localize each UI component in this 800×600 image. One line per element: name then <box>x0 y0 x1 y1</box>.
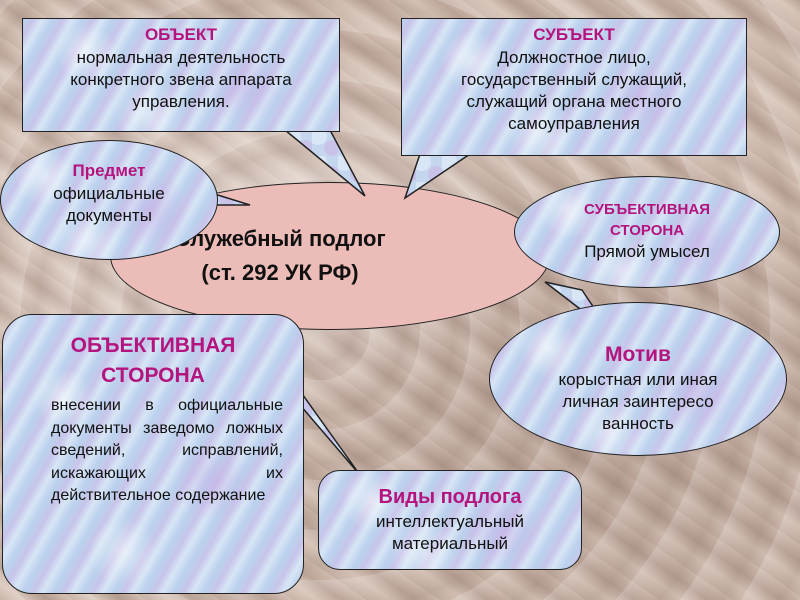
subject-pointer <box>403 153 473 200</box>
item-title: Предмет <box>72 161 146 180</box>
objective-title-line2: СТОРОНА <box>101 364 205 387</box>
center-label: Служебный подлог (ст. 292 УК РФ) <box>160 222 400 290</box>
subjective-title-line2: СТОРОНА <box>609 222 685 239</box>
types-box: Виды подлога интеллектуальный материальн… <box>318 470 582 570</box>
subjective-side-bubble: СУБЪЕКТИВНАЯ СТОРОНА Прямой умысел <box>514 176 780 288</box>
object-title: ОБЪЕКТ <box>144 25 218 44</box>
types-title: Виды подлога <box>378 486 522 508</box>
objective-side-box: ОБЪЕКТИВНАЯ СТОРОНА внесении в официальн… <box>2 314 304 594</box>
subject-title: СУБЪЕКТ <box>533 25 615 44</box>
subjective-title-line1: СУБЪЕКТИВНАЯ <box>584 201 710 218</box>
motive-bubble: Мотив корыстная или иная личная заинтере… <box>489 302 787 456</box>
subject-box: СУБЪЕКТ Должностное лицо, государственны… <box>401 18 747 156</box>
item-bubble: Предмет официальные документы <box>0 140 218 260</box>
subjective-text: Прямой умысел <box>584 242 710 261</box>
objective-title-line1: ОБЪЕКТИВНАЯ <box>70 334 236 357</box>
object-box: ОБЪЕКТ нормальная деятельность конкретно… <box>22 18 340 132</box>
subject-text: Должностное лицо, государственный служащ… <box>461 48 687 133</box>
item-text: официальные документы <box>53 184 165 225</box>
types-material: материальный <box>391 534 509 553</box>
objective-text: внесении в официальные документы заведом… <box>51 397 283 504</box>
motive-text: корыстная или иная личная заинтересо ван… <box>558 370 718 433</box>
types-intellectual: интеллектуальный <box>376 512 524 531</box>
object-text: нормальная деятельность конкретного звен… <box>70 48 292 111</box>
object-pointer <box>282 129 366 197</box>
motive-title: Мотив <box>605 343 671 366</box>
center-title: Служебный подлог <box>174 226 386 251</box>
center-article: (ст. 292 УК РФ) <box>201 260 359 285</box>
